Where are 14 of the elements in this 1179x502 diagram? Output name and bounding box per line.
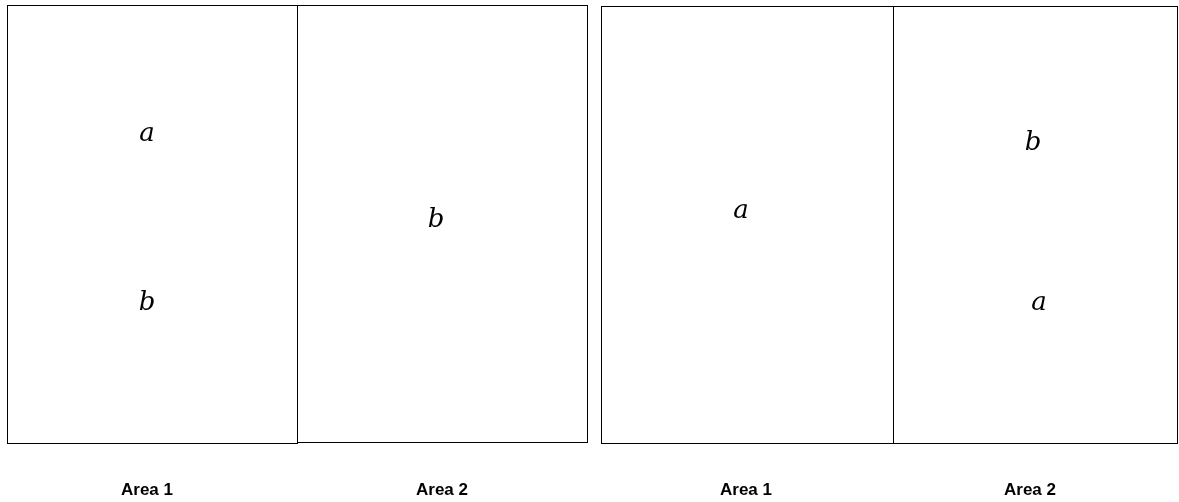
variable-label: b bbox=[427, 205, 445, 231]
area-caption: Area 1 bbox=[720, 480, 772, 500]
variable-label: b bbox=[1024, 128, 1042, 154]
area-box bbox=[297, 5, 588, 443]
area-caption: Area 2 bbox=[1004, 480, 1056, 500]
area-box bbox=[893, 6, 1178, 444]
area-box bbox=[7, 5, 298, 444]
area-caption: Area 1 bbox=[121, 480, 173, 500]
variable-label: a bbox=[1031, 288, 1047, 314]
variable-label: a bbox=[733, 196, 749, 222]
variable-label: a bbox=[139, 119, 155, 145]
area-box bbox=[601, 6, 894, 444]
variable-label: b bbox=[138, 288, 156, 314]
area-caption: Area 2 bbox=[416, 480, 468, 500]
